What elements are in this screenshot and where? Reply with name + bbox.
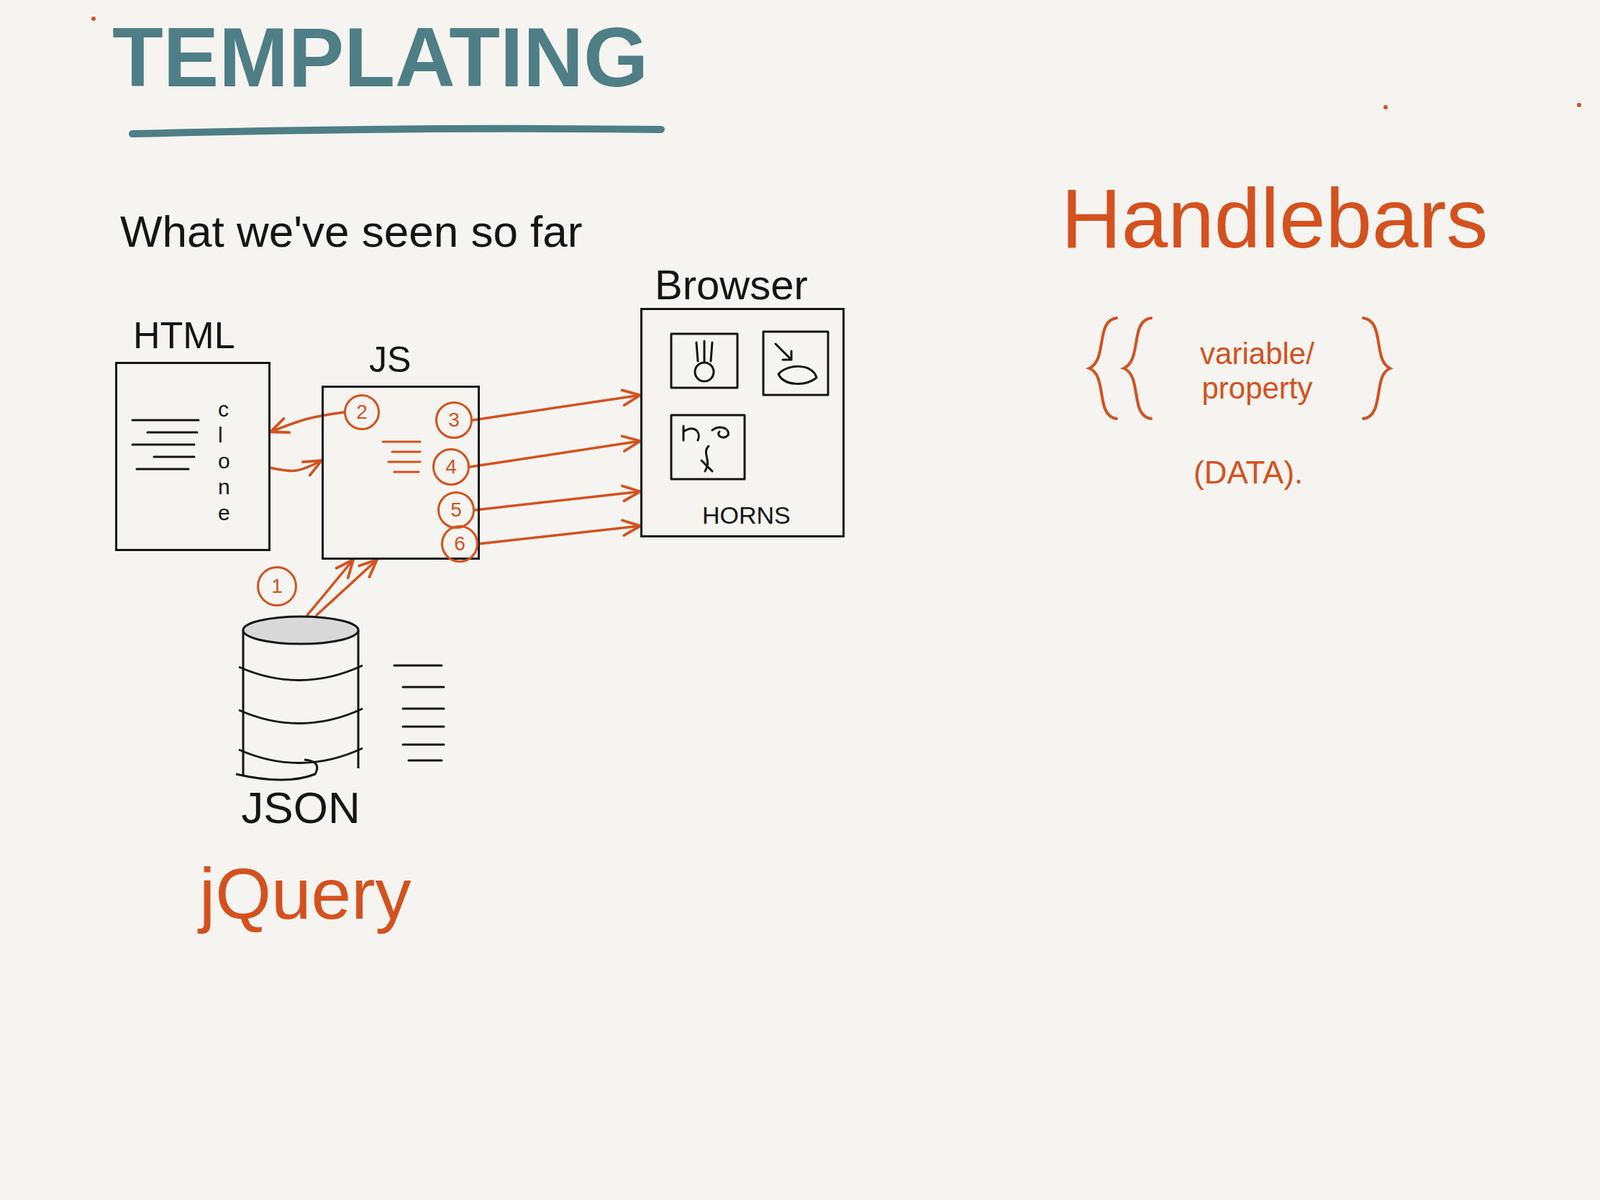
cylinder-base bbox=[235, 759, 318, 780]
picture-frame bbox=[671, 415, 745, 480]
cylinder-band bbox=[238, 665, 363, 681]
open-brace bbox=[1123, 317, 1152, 419]
cylinder-top bbox=[243, 616, 359, 644]
horn-sketch bbox=[775, 343, 817, 384]
cylinder-side bbox=[243, 630, 359, 776]
callout-number: 3 bbox=[448, 410, 460, 431]
flow-arrow bbox=[270, 412, 344, 432]
step-circle: 2 bbox=[343, 394, 380, 431]
horn-sketch bbox=[683, 425, 729, 472]
data-label: JSON bbox=[234, 785, 367, 831]
file-label: HTML bbox=[133, 316, 236, 354]
callout-number: 6 bbox=[453, 533, 466, 554]
handlebars-braces bbox=[1089, 317, 1390, 419]
window-label: Browser bbox=[654, 264, 808, 306]
html-content-lines bbox=[132, 420, 199, 470]
note-text: (DATA). bbox=[1193, 454, 1303, 492]
browser-pictures bbox=[671, 331, 829, 480]
page-title: HORNS bbox=[702, 502, 791, 528]
cylinder-band bbox=[238, 748, 363, 764]
flow-arrow bbox=[474, 491, 641, 511]
library-name: Handlebars bbox=[1061, 171, 1488, 267]
flow-arrow bbox=[270, 460, 322, 471]
library-name: jQuery bbox=[199, 852, 412, 936]
flow-arrow bbox=[472, 394, 641, 421]
html-document: HTMLclone bbox=[115, 361, 271, 552]
horn-sketch bbox=[694, 362, 714, 382]
callout-number: 5 bbox=[450, 500, 462, 521]
ink-dot bbox=[1383, 105, 1388, 110]
step-circle: 5 bbox=[437, 491, 475, 529]
picture-frame bbox=[671, 333, 738, 388]
cylinder-outline bbox=[235, 616, 363, 780]
open-brace bbox=[1089, 317, 1117, 419]
step-circle: 6 bbox=[441, 525, 479, 563]
page-title: TEMPLATING bbox=[112, 15, 649, 100]
js-content-lines bbox=[382, 441, 421, 472]
ink-dot bbox=[1576, 102, 1582, 108]
title-underline bbox=[132, 128, 662, 134]
horn-sketch bbox=[696, 341, 713, 362]
placeholder-text: variable/ property bbox=[1179, 336, 1335, 407]
stray-dots bbox=[91, 16, 1582, 110]
picture-frame bbox=[763, 331, 829, 395]
callout-number: 4 bbox=[445, 456, 457, 477]
step-circle: 4 bbox=[432, 448, 470, 486]
flow-arrow bbox=[478, 525, 641, 544]
json-record-lines bbox=[394, 665, 444, 761]
flow-arrow bbox=[316, 559, 377, 616]
file-label: JS bbox=[369, 341, 411, 378]
cylinder-band bbox=[238, 708, 363, 724]
note-text: What we've seen so far bbox=[120, 205, 583, 257]
browser-window: BrowserHORNS bbox=[640, 307, 845, 538]
callout-number: 2 bbox=[356, 402, 368, 423]
flow-arrow bbox=[469, 441, 641, 467]
record-lines bbox=[394, 665, 444, 761]
text-lines bbox=[132, 420, 199, 470]
step-circle: 1 bbox=[256, 566, 298, 607]
json-database: JSON bbox=[234, 615, 367, 828]
js-file: JS23456 bbox=[321, 385, 480, 560]
callout-number: 1 bbox=[271, 576, 283, 597]
step-circle: 3 bbox=[435, 401, 473, 439]
code-lines bbox=[382, 441, 421, 472]
clone-label: clone bbox=[217, 396, 231, 526]
close-brace bbox=[1363, 317, 1390, 419]
ink-dot bbox=[91, 16, 96, 21]
